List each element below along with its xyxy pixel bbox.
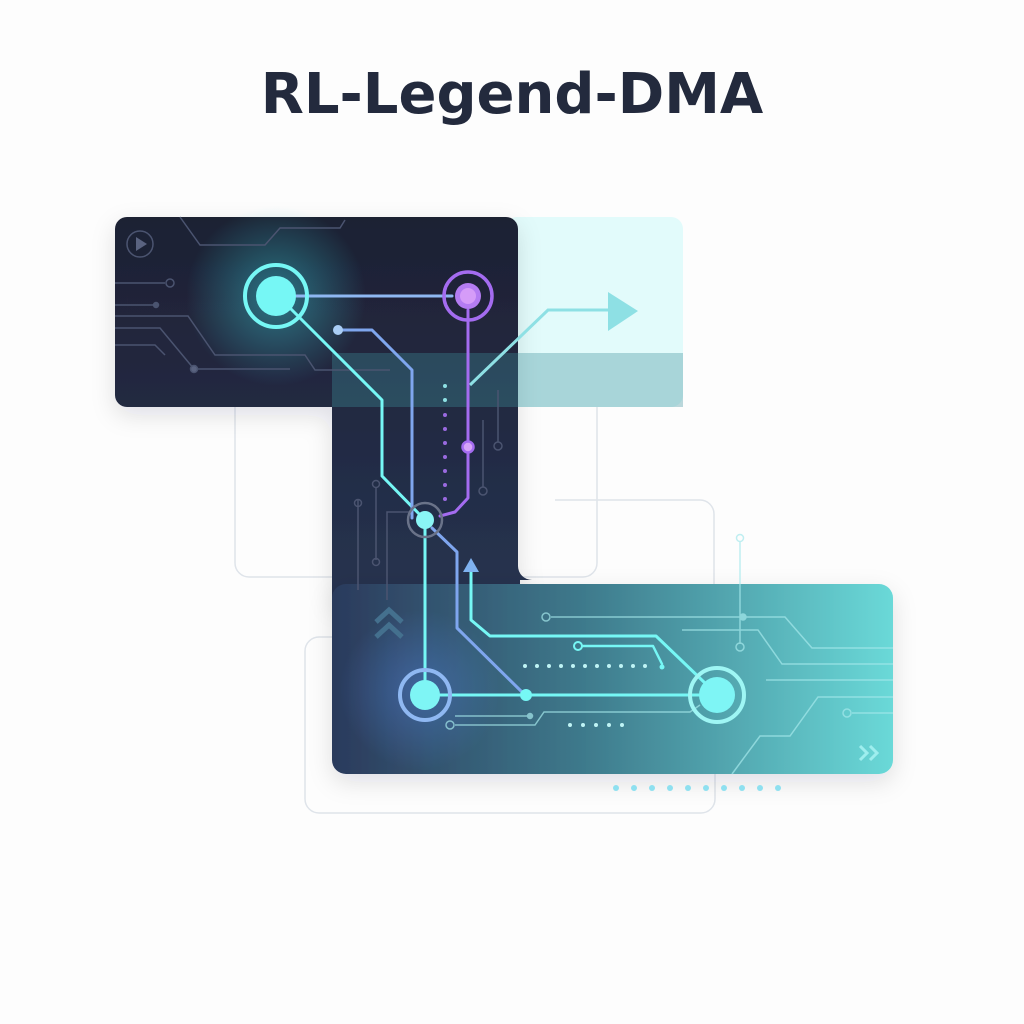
light-panel <box>505 217 683 407</box>
play-icon <box>126 230 154 258</box>
junction-node <box>406 501 444 539</box>
page-title: RL-Legend-DMA <box>260 62 764 127</box>
double-chevron-right-icon <box>858 744 880 762</box>
bottom-right-node <box>688 666 746 724</box>
arrow-up-icon <box>463 558 479 572</box>
double-chevron-up-icon <box>374 606 404 639</box>
bottom-left-node <box>398 668 452 722</box>
top-left-node <box>243 263 309 329</box>
top-right-node <box>442 270 494 322</box>
arrow-right-icon <box>468 292 638 387</box>
